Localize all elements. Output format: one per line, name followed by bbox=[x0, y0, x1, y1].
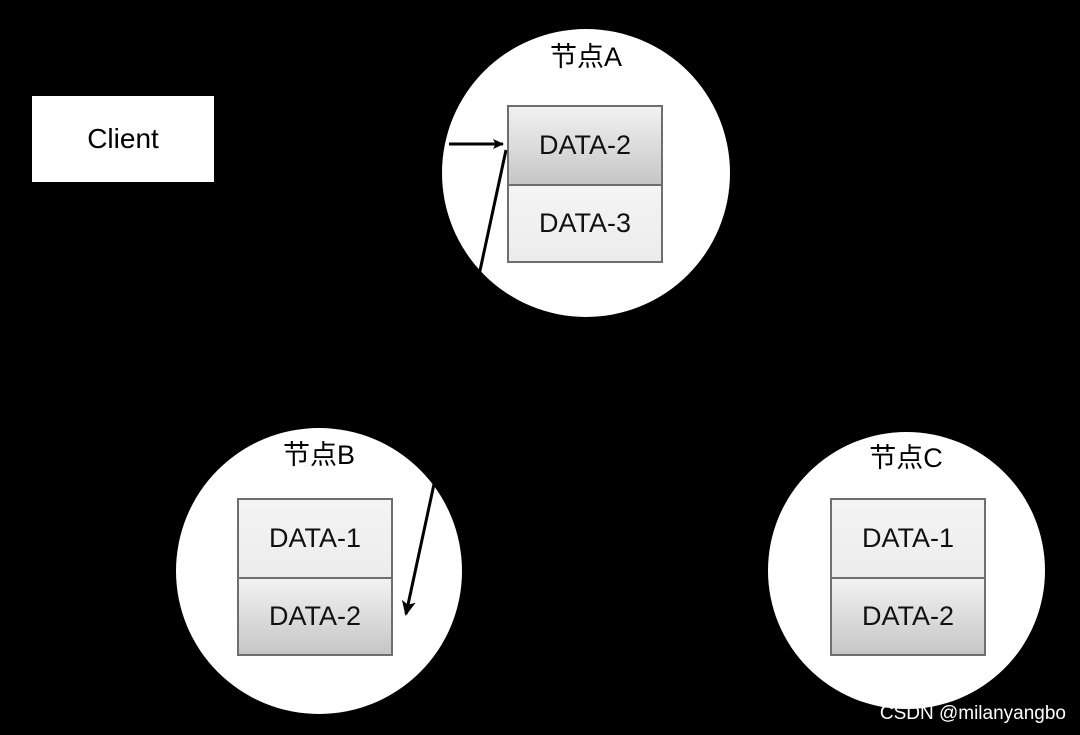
node-c-data-stack: DATA-1 DATA-2 bbox=[830, 498, 986, 656]
node-b-data-stack: DATA-1 DATA-2 bbox=[237, 498, 393, 656]
client-box[interactable]: Client bbox=[30, 94, 216, 184]
node-a-label: 节点A bbox=[549, 42, 622, 72]
node-b-data-cell-0[interactable]: DATA-1 bbox=[239, 500, 391, 577]
node-a-data-cell-0[interactable]: DATA-2 bbox=[509, 107, 661, 184]
node-a-data-stack: DATA-2 DATA-3 bbox=[507, 105, 663, 263]
node-c-label: 节点C bbox=[869, 443, 943, 473]
node-c-data-cell-1[interactable]: DATA-2 bbox=[832, 577, 984, 654]
node-c-data-cell-0[interactable]: DATA-1 bbox=[832, 500, 984, 577]
node-b-data-cell-1[interactable]: DATA-2 bbox=[239, 577, 391, 654]
watermark: CSDN @milanyangbo bbox=[879, 703, 1066, 724]
node-a-data-cell-1[interactable]: DATA-3 bbox=[509, 184, 661, 261]
node-b-label: 节点B bbox=[282, 440, 355, 470]
client-label: Client bbox=[87, 123, 159, 154]
